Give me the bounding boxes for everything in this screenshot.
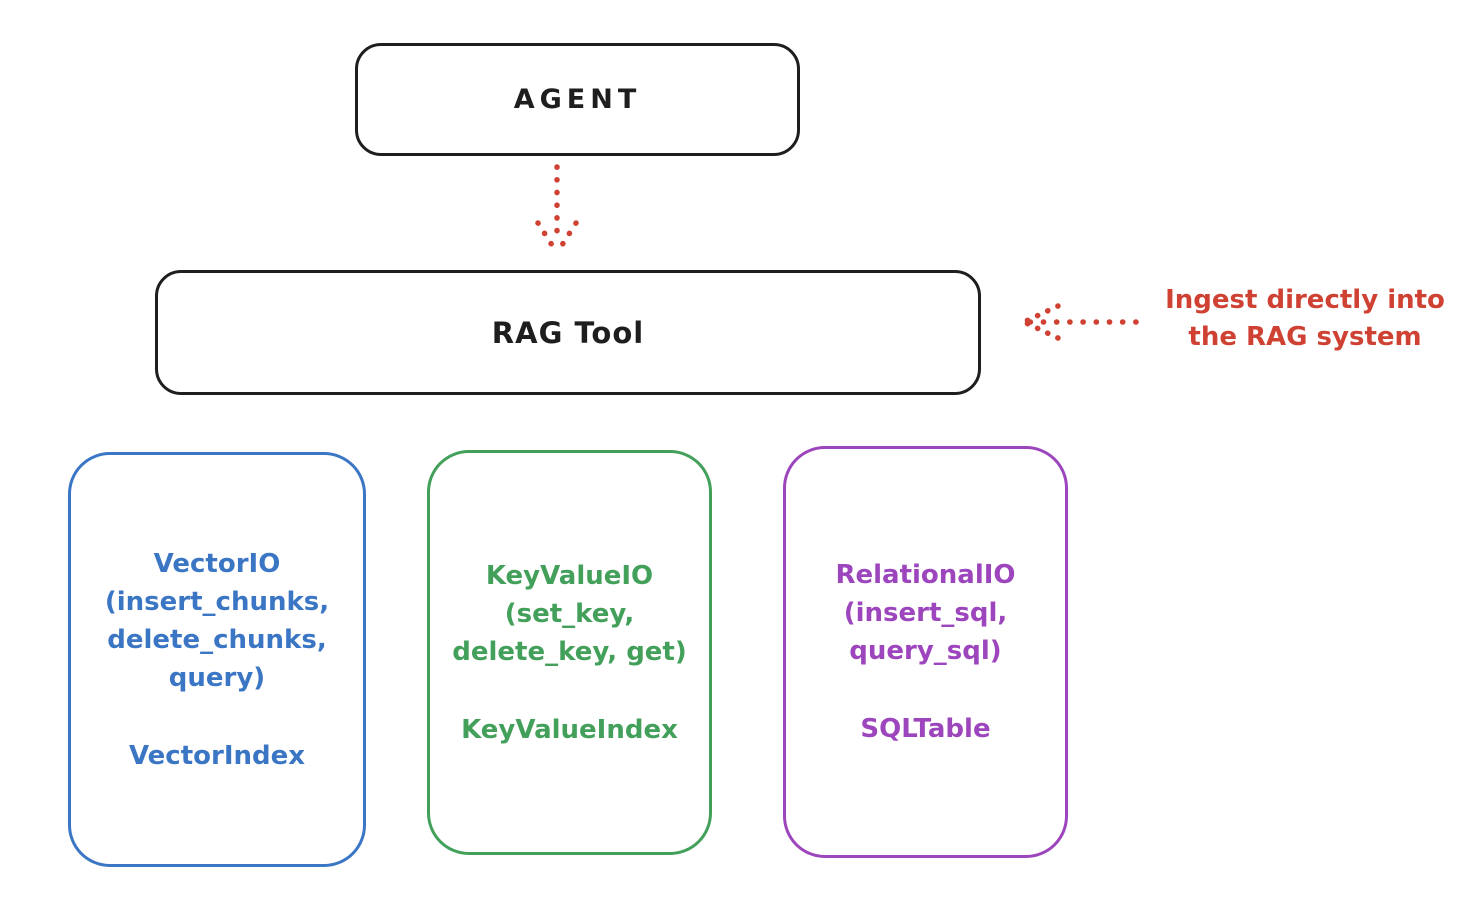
vector-io-line: VectorIO bbox=[153, 548, 281, 579]
vector-io-box: VectorIO (insert_chunks, delete_chunks, … bbox=[68, 452, 366, 867]
ingest-annotation: Ingest directly into the RAG system bbox=[1138, 282, 1472, 356]
vector-index-label: VectorIndex bbox=[128, 740, 306, 771]
relational-io-line: query_sql) bbox=[849, 636, 1002, 666]
agent-box: AGENT bbox=[355, 43, 800, 156]
ingest-annotation-line1: Ingest directly into bbox=[1165, 285, 1445, 315]
keyvalue-io-line: (set_key, bbox=[504, 598, 635, 629]
ingest-annotation-line2: the RAG system bbox=[1188, 322, 1422, 352]
ingest-annotation-dotted-arrow-icon bbox=[1021, 303, 1139, 341]
vector-io-signature: VectorIO (insert_chunks, delete_chunks, … bbox=[105, 545, 329, 697]
rag-tool-box: RAG Tool bbox=[155, 270, 981, 395]
rag-tool-label: RAG Tool bbox=[491, 315, 645, 350]
relational-io-line: (insert_sql, bbox=[843, 598, 1008, 628]
relational-io-box: RelationalIO (insert_sql, query_sql) SQL… bbox=[783, 446, 1068, 858]
agent-to-rag-dotted-arrow-icon bbox=[535, 164, 579, 256]
keyvalue-io-signature: KeyValueIO (set_key, delete_key, get) bbox=[452, 557, 687, 671]
vector-io-line: query) bbox=[168, 662, 266, 693]
keyvalue-io-line: delete_key, get) bbox=[452, 636, 687, 667]
keyvalue-index-label: KeyValueIndex bbox=[461, 714, 678, 745]
keyvalue-io-box: KeyValueIO (set_key, delete_key, get) Ke… bbox=[427, 450, 712, 855]
sql-table-label: SQLTable bbox=[860, 714, 991, 744]
vector-io-line: (insert_chunks, bbox=[104, 586, 330, 617]
keyvalue-io-line: KeyValueIO bbox=[485, 560, 654, 591]
relational-io-line: RelationalIO bbox=[835, 560, 1016, 590]
vector-io-line: delete_chunks, bbox=[107, 624, 327, 655]
agent-label: AGENT bbox=[513, 84, 642, 115]
relational-io-signature: RelationalIO (insert_sql, query_sql) bbox=[835, 556, 1015, 670]
